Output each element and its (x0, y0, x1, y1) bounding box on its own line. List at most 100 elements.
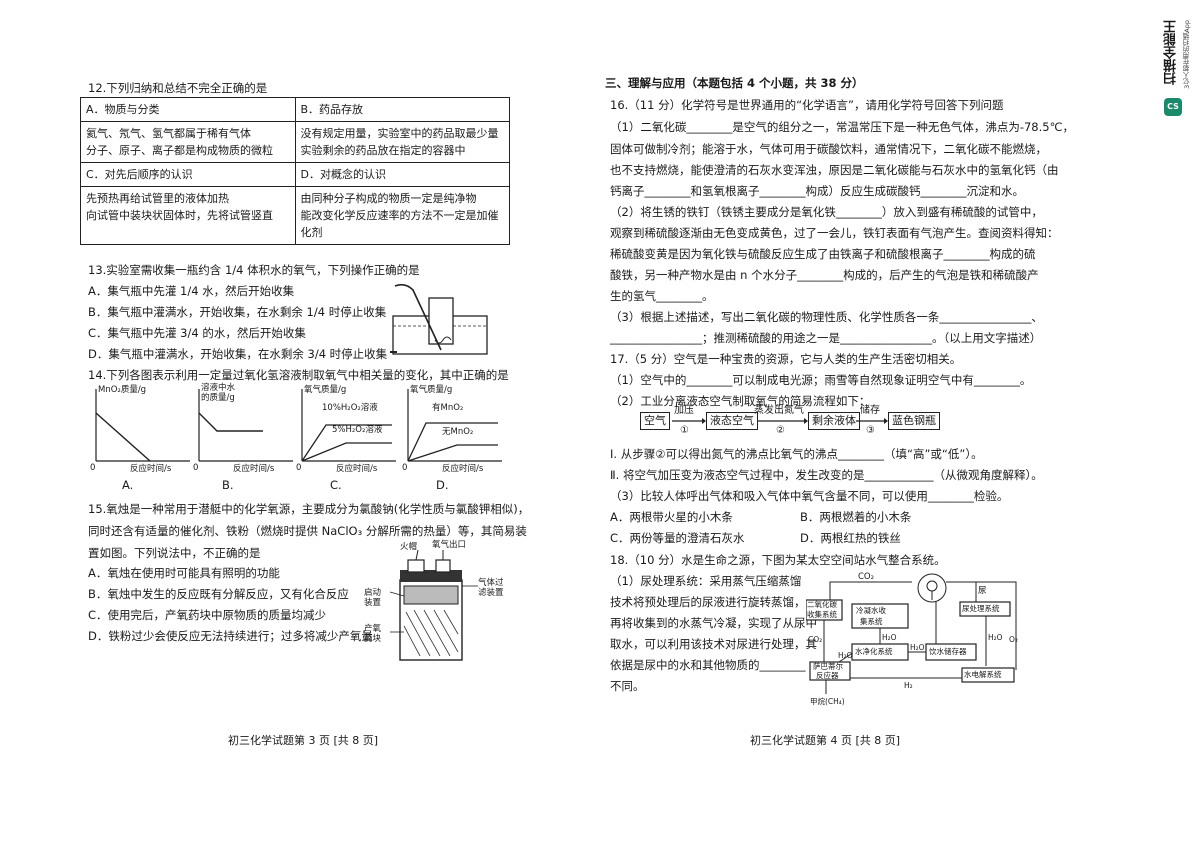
q14-a-xlabel: 反应时间/s (130, 464, 172, 474)
q16-line6: （2）将生锈的铁钉（铁锈主要成分是氧化铁________）放入到盛有稀硫酸的试管… (610, 205, 1043, 219)
q14-d-xlabel: 反应时间/s (442, 464, 484, 474)
diagram-sabatier-2: 反应器 (816, 671, 839, 680)
q17-line5: Ⅱ. 将空气加压变为液态空气过程中，发生改变的是____________（从微观… (610, 468, 1043, 482)
flow-arrow1-label: 加压 (674, 405, 694, 416)
q14-caption-d: D. (436, 478, 449, 492)
diagram-label-h2o-4: H₂O (838, 651, 853, 660)
q12-c-head: C．对先后顺序的认识 (80, 162, 296, 187)
q17-option-a: A．两根带火星的小木条 (610, 510, 733, 524)
q16-line10: 生的氢气________。 (610, 289, 714, 303)
right-page-footer: 初三化学试题第 4 页 [共 8 页] (750, 734, 901, 747)
q12-c-body: 先预热再给试管里的液体加热向试管中装块状固体时，先将试管竖直 (80, 186, 296, 245)
diagram-urine-system: 尿处理系统 (962, 604, 1000, 613)
camscanner-tagline: 3亿人都在用的扫描App (1183, 20, 1191, 89)
diagram-sabatier-1: 萨巴蒂尔 (813, 662, 843, 671)
q12-d-line2: 能改变化学反应速率的方法不一定是加催化剂 (300, 209, 499, 239)
flow-node-blue-cylinder: 蓝色钢瓶 (888, 412, 940, 430)
q18-line6: 依据是尿中的水和其他物质的________ (610, 658, 806, 672)
q17-option-c: C．两份等量的澄清石灰水 (610, 531, 745, 545)
q17-flow-chart: 空气 加压 ① 液态空气 蒸发出氮气 ② 剩余液体 储存 ③ 蓝色钢瓶 (640, 405, 970, 439)
q14-c-ylabel: 氧气质量/g (304, 385, 347, 395)
q12-d-body: 由同种分子构成的物质一定是纯净物能改变化学反应速率的方法不一定是加催化剂 (294, 186, 510, 245)
diagram-label-co2-top: CO₂ (858, 572, 875, 582)
section-title: 三、理解与应用（本题包括 4 个小题，共 38 分） (605, 76, 864, 90)
q13-apparatus-figure (390, 283, 488, 355)
diagram-co2-collect-1: 二氧化碳 (807, 600, 837, 609)
q15-option-b: B．氧烛中发生的反应既有分解反应，又有化合反应 (88, 587, 349, 601)
q12-b-head: B．药品存放 (294, 97, 510, 122)
q13-option-a: A．集气瓶中先灌 1/4 水，然后开始收集 (88, 284, 295, 298)
q14-d-origin: 0 (402, 463, 408, 473)
q15-label-fire-cap: 火帽 (400, 542, 418, 552)
q14-graph-a: MnO₂质量/g 0 反应时间/s (90, 383, 195, 475)
q14-a-origin: 0 (90, 463, 96, 473)
q12-a-body: 氦气、氖气、氢气都属于稀有气体分子、原子、离子都是构成物质的微粒 (80, 121, 296, 163)
q14-d-ylabel: 氧气质量/g (410, 385, 453, 395)
q13-option-b: B．集气瓶中灌满水，开始收集，在水剩余 1/4 时停止收集 (88, 305, 387, 319)
q15-line1: 15.氧烛是一种常用于潜艇中的化学氧源，主要成分为氯酸钠(化学性质与氯酸钾相似)… (88, 502, 530, 516)
q17-option-d: D．两根红热的铁丝 (800, 531, 901, 545)
flow-node-remaining-liquid: 剩余液体 (808, 412, 860, 430)
q15-oxygen-candle-figure: 火帽 氧气出口 启动 装置 产氧 药块 气体过 滤装置 (360, 540, 510, 665)
flow-arrow1-step: ① (680, 425, 689, 436)
diagram-condensate-1: 冷凝水收 (856, 606, 886, 615)
q14-graph-c: 氧气质量/g 10%H₂O₂溶液 5%H₂O₂溶液 0 反应时间/s (296, 383, 401, 475)
q12-a-line2: 分子、原子、离子都是构成物质的微粒 (86, 144, 273, 157)
diagram-label-co2-left: CO₂ (808, 635, 823, 644)
diagram-electrolysis: 水电解系统 (964, 670, 1002, 679)
diagram-label-h2o-2: H₂O (988, 633, 1003, 642)
camscanner-watermark: CS 扫描全能王 3亿人都在用的扫描App (1164, 20, 1194, 130)
q14-c-line2-label: 5%H₂O₂溶液 (332, 425, 383, 435)
q17-option-b: B．两根燃着的小木条 (800, 510, 912, 524)
q14-graph-b: 溶液中水 的质量/g 0 反应时间/s (193, 383, 298, 475)
flow-arrow2-label: 蒸发出氮气 (754, 405, 804, 416)
q15-label-filter-2: 滤装置 (478, 588, 504, 598)
q16-line12: ________________；推测稀硫酸的用途之一是____________… (610, 331, 1042, 345)
camscanner-logo-icon: CS (1164, 98, 1182, 116)
q14-caption-a: A. (122, 478, 134, 492)
q15-label-block-1: 产氧 (364, 624, 382, 634)
q18-line1: 18.（10 分）水是生命之源，下图为某太空空间站水气整合系统。 (610, 553, 946, 567)
q15-option-d: D．铁粉过少会使反应无法持续进行；过多将减少产氧量 (88, 629, 373, 643)
diagram-label-o2: O₂ (1009, 635, 1018, 644)
flow-node-air: 空气 (640, 412, 670, 430)
q18-line4: 再将收集到的水蒸气冷凝，实现了从尿中 (610, 616, 817, 630)
q14-c-line1-label: 10%H₂O₂溶液 (322, 403, 378, 413)
q14-caption-c: C. (330, 478, 342, 492)
q12-d-line1: 由同种分子构成的物质一定是纯净物 (300, 192, 477, 205)
q17-line1: 17.（5 分）空气是一种宝贵的资源，它与人类的生产生活密切相关。 (610, 352, 962, 366)
q14-a-ylabel: MnO₂质量/g (98, 385, 147, 395)
camscanner-name: 扫描全能王 (1164, 20, 1179, 85)
q18-line5: 取水，可以利用该技术对尿进行处理，其 (610, 637, 817, 651)
q15-label-oxygen-outlet: 氧气出口 (432, 540, 467, 550)
diagram-water-purify: 水净化系统 (855, 647, 893, 656)
q16-line2: （1）二氧化碳________是空气的组分之一，常温常压下是一种无色气体，沸点为… (610, 120, 1074, 134)
left-page-footer: 初三化学试题第 3 页 [共 8 页] (228, 734, 379, 747)
q12-a-head: A．物质与分类 (80, 97, 296, 122)
diagram-co2-collect-2: 收集系统 (807, 610, 837, 619)
q14-b-ylabel-2: 的质量/g (201, 393, 235, 403)
q16-line11: （3）根据上述描述，写出二氧化碳的物理性质、化学性质各一条___________… (610, 310, 1043, 324)
q17-line3: （2）工业分离液态空气制取氧气的简易流程如下： (610, 394, 871, 408)
q13-option-d: D．集气瓶中灌满水，开始收集，在水剩余 3/4 时停止收集 (88, 347, 388, 361)
diagram-condensate-2: 集系统 (860, 617, 883, 626)
q12-b-line2: 实验剩余的药品放在指定的容器中 (300, 144, 466, 157)
q17-line4: Ⅰ. 从步骤②可以得出氮气的沸点比氧气的沸点________（填“高”或“低”）… (610, 447, 983, 461)
diagram-label-h2o-1: H₂O (882, 633, 897, 642)
q12-d-head: D．对概念的认识 (294, 162, 510, 187)
q16-line7: 观察到稀硫酸逐渐由无色变成黄色，过了一会儿，铁钉表面有气泡产生。查阅资料得知： (610, 226, 1059, 240)
diagram-water-store: 饮水储存器 (929, 647, 967, 656)
q14-caption-b: B. (222, 478, 234, 492)
diagram-label-methane: 甲烷(CH₄) (810, 697, 845, 706)
q14-b-ylabel-1: 溶液中水 (201, 383, 236, 393)
diagram-label-h2: H₂ (904, 681, 913, 690)
q16-line4: 也不支持燃烧，能使澄清的石灰水变浑浊，原因是二氧化碳能与石灰水中的氢氧化钙（由 (610, 163, 1059, 177)
q14-c-xlabel: 反应时间/s (336, 464, 378, 474)
q16-line5: 钙离子________和氢氧根离子________构成）反应生成碳酸钙_____… (610, 184, 1024, 198)
q17-line6: （3）比较人体呼出气体和吸入气体中氧气含量不同，可以使用________检验。 (610, 489, 1009, 503)
q14-stem: 14.下列各图表示利用一定量过氧化氢溶液制取氧气中相关量的变化，其中正确的是 (88, 368, 509, 382)
q16-line1: 16.（11 分）化学符号是世界通用的“化学语言”，请用化学符号回答下列问题 (610, 98, 1004, 112)
q16-line8: 稀硫酸变黄是因为氧化铁与硫酸反应生成了由铁离子和硫酸根离子________构成的… (610, 247, 1036, 261)
q18-line2: （1）尿处理系统：采用蒸气压缩蒸馏 (610, 574, 802, 588)
q18-space-station-diagram: CO₂ 尿 二氧化碳 收集系统 冷凝水收 集系统 尿处理系统 H₂O H₂O H… (806, 570, 1026, 710)
